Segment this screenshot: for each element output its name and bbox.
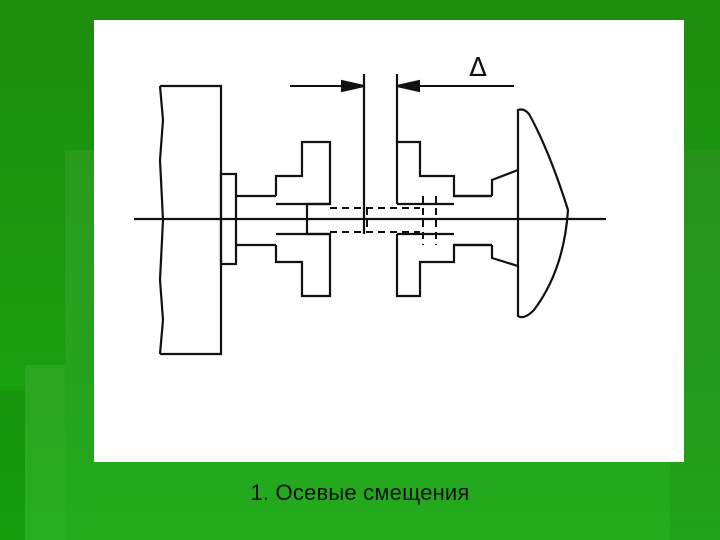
left-body-break-edge (158, 119, 165, 161)
left-half-coupling (274, 140, 332, 298)
slide-caption: 1. Осевые смещения (250, 480, 470, 505)
background-decor-strip-left (25, 365, 65, 540)
left-bearing-boss (219, 172, 238, 266)
left-body-break-edge (158, 319, 165, 355)
dimension-arrow-left (341, 79, 365, 93)
right-machine-body (516, 108, 570, 319)
coupling-drawing: Δ (134, 53, 606, 356)
figure-panel: Δ (94, 20, 684, 462)
left-body-break-edge (158, 85, 165, 121)
right-half-coupling (395, 234, 492, 298)
dimension-arrow-right (396, 79, 420, 93)
right-machine-flange (490, 168, 520, 268)
right-half-coupling (395, 74, 492, 198)
left-body-break-edge (158, 159, 165, 221)
background-decor-strip-edge (0, 390, 25, 540)
left-body-break-edge (158, 219, 165, 281)
left-body-break-edge (158, 279, 165, 321)
dimension-delta-symbol: Δ (469, 53, 487, 83)
